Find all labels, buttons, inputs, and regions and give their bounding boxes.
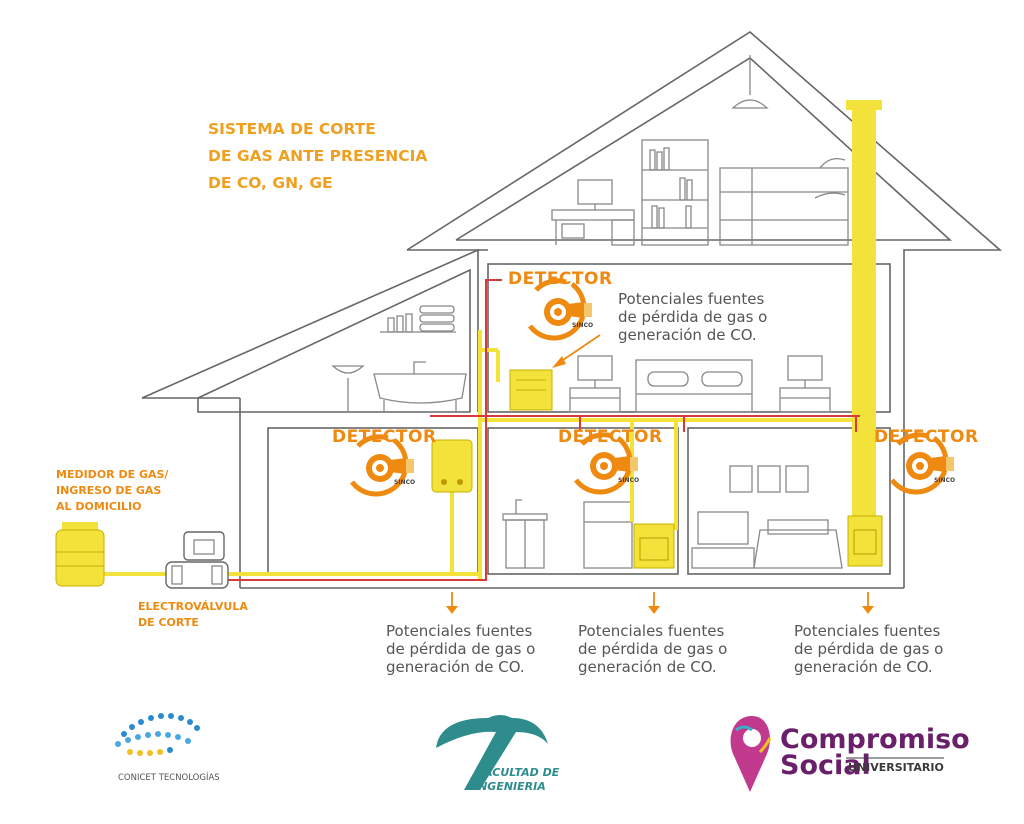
note-top-line-1: Potenciales fuentes [618,290,765,308]
living-room [691,465,843,569]
bathroom [331,305,467,412]
compromiso-logo-social: Social [780,750,871,781]
note-center-line-1: Potenciales fuentes [578,622,725,640]
sensor-brand-bedroom: SINCO [572,322,593,329]
conicet-logo [115,713,200,756]
facultad-logo-line-2: INGENIERIA [474,780,546,793]
kitchen [502,499,633,569]
note-right-line-3: generación de CO. [794,658,933,676]
arrow-icon [552,334,601,368]
note-left-line-3: generación de CO. [386,658,525,676]
sensor-brand-kitchen: SINCO [618,477,639,484]
valve-label-line-1: ELECTROVÁLVULA [138,600,248,613]
note-left-line-2: de pérdida de gas o [386,640,535,658]
attic-furniture [551,55,849,246]
gas-sensor-icon [530,281,592,338]
sensor-brand-living-room: SINCO [934,477,955,484]
note-left-line-1: Potenciales fuentes [386,622,533,640]
note-center-line-2: de pérdida de gas o [578,640,727,658]
meter-label-line-2: INGRESO DE GAS [56,484,161,497]
down-arrow-icon [648,592,660,614]
compromiso-logo-universitario: UNIVERSITARIO [848,761,944,774]
sensor-brand-boiler-room: SINCO [394,479,415,486]
boiler [431,439,473,493]
note-right-line-1: Potenciales fuentes [794,622,941,640]
gas-piping [96,100,882,580]
diagram-title-line-1: SISTEMA DE CORTE [208,120,376,138]
down-arrow-icon [862,592,874,614]
stove [633,523,675,569]
facultad-ingenieria-logo [436,715,548,790]
meter-label-line-1: MEDIDOR DE GAS/ [56,468,169,481]
diagram-title-line-2: DE GAS ANTE PRESENCIA [208,147,427,165]
note-top-line-3: generación de CO. [618,326,757,344]
note-right-line-2: de pérdida de gas o [794,640,943,658]
compromiso-logo-title: Compromiso [780,724,970,755]
down-arrow-icon [446,592,458,614]
conicet-logo-text: CONICET TECNOLOGÍAS [118,771,220,783]
cutoff-control-line [222,279,860,581]
gas-meter-icon [55,522,105,587]
water-heater [509,369,553,411]
meter-label-line-3: AL DOMICILIO [56,500,142,513]
solenoid-valve-icon [165,531,229,589]
fireplace-heater [847,515,883,567]
location-pin-icon [730,716,772,792]
valve-label-line-2: DE CORTE [138,616,199,629]
facultad-logo-line-1: FACULTAD DE [478,766,560,779]
note-top-line-2: de pérdida de gas o [618,308,767,326]
diagram-title-line-3: DE CO, GN, GE [208,174,333,192]
note-center-line-3: generación de CO. [578,658,717,676]
bedroom [569,355,831,413]
